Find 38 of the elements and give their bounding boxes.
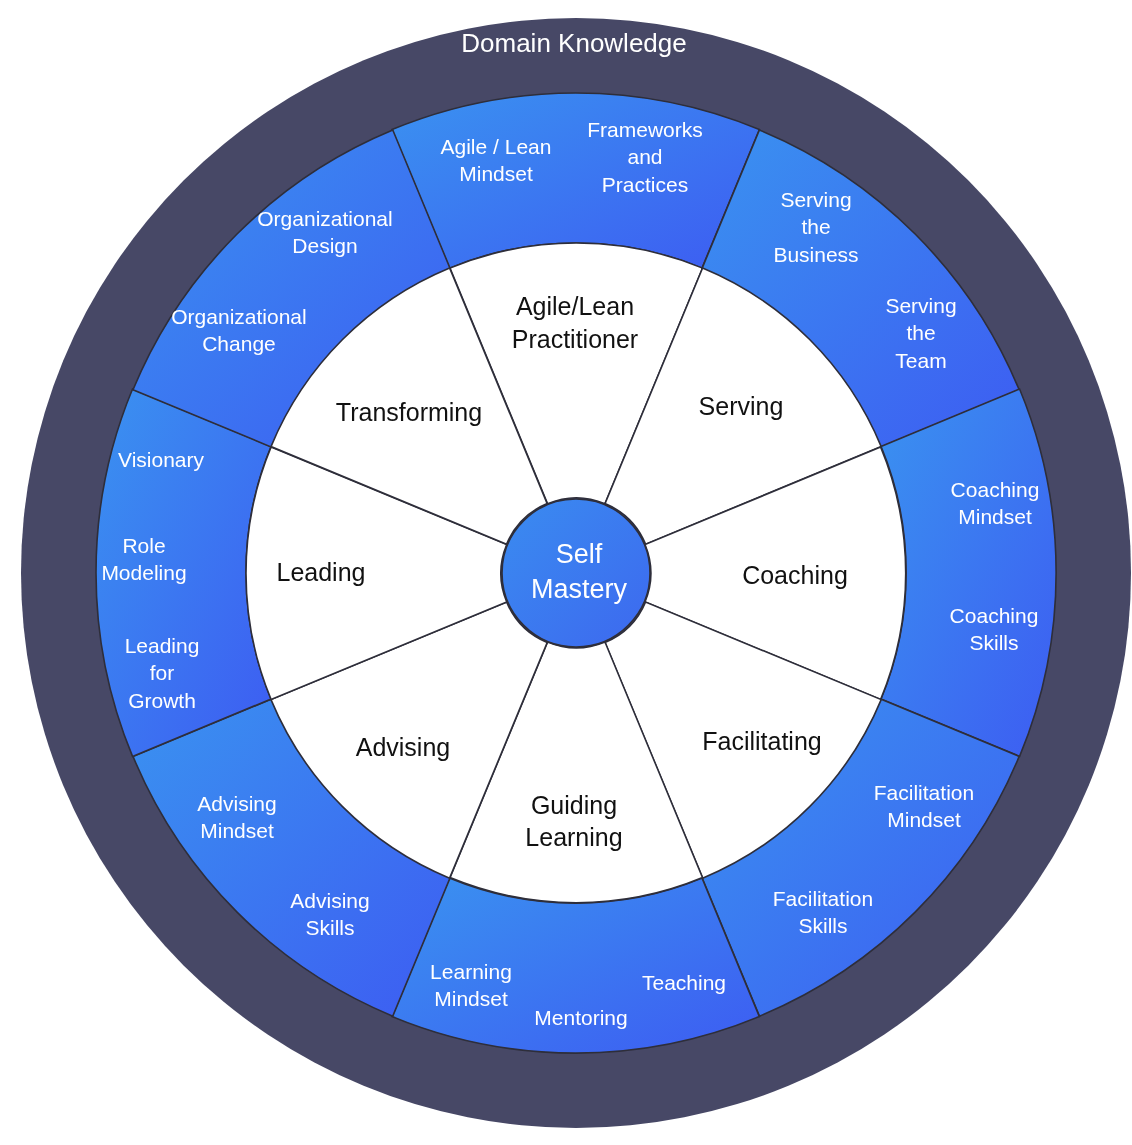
skill-sector	[701, 128, 1021, 448]
skill-label: Organizational Change	[170, 303, 308, 357]
stance-sector	[644, 445, 907, 701]
skill-label: Coaching Skills	[948, 602, 1040, 656]
stance-label: Agile/Lean Practitioner	[510, 290, 640, 354]
skill-label: Advising Mindset	[196, 790, 278, 844]
skill-label: Facilitation Mindset	[872, 779, 976, 833]
stance-label: Advising	[354, 731, 452, 763]
skill-label: Coaching Mindset	[949, 476, 1041, 530]
skill-sector	[95, 388, 273, 758]
skill-label: Learning Mindset	[429, 958, 513, 1012]
outer-ring	[21, 18, 1131, 1128]
skill-label: Advising Skills	[289, 887, 371, 941]
skill-label: Teaching	[640, 970, 727, 997]
skill-label: Leading for Growth	[123, 633, 201, 714]
skill-label: Agile / Lean Mindset	[439, 133, 553, 187]
skill-label: Organizational Design	[256, 205, 394, 259]
center-circle	[501, 498, 651, 648]
stance-label: Facilitating	[701, 725, 823, 757]
center-label: Self Mastery	[530, 537, 628, 606]
ring-title: Domain Knowledge	[460, 27, 688, 61]
skill-label: Mentoring	[533, 1005, 629, 1032]
skill-label: Serving the Business	[772, 187, 860, 268]
stance-label: Leading	[275, 556, 367, 588]
skill-label: Facilitation Skills	[771, 885, 875, 939]
skill-sector	[879, 388, 1057, 758]
stance-label: Coaching	[741, 559, 849, 591]
stance-sector	[245, 445, 508, 701]
skill-sector	[391, 92, 761, 270]
skill-label: Role Modeling	[100, 532, 188, 586]
stance-label: Transforming	[334, 396, 484, 428]
stance-label: Serving	[697, 390, 785, 422]
stance-sector	[448, 641, 704, 904]
skill-sector	[391, 876, 761, 1054]
skill-label: Serving the Team	[884, 293, 958, 374]
stance-label: Guiding Learning	[524, 789, 624, 853]
skill-label: Frameworks and Practices	[586, 117, 704, 198]
skill-label: Visionary	[117, 447, 205, 474]
